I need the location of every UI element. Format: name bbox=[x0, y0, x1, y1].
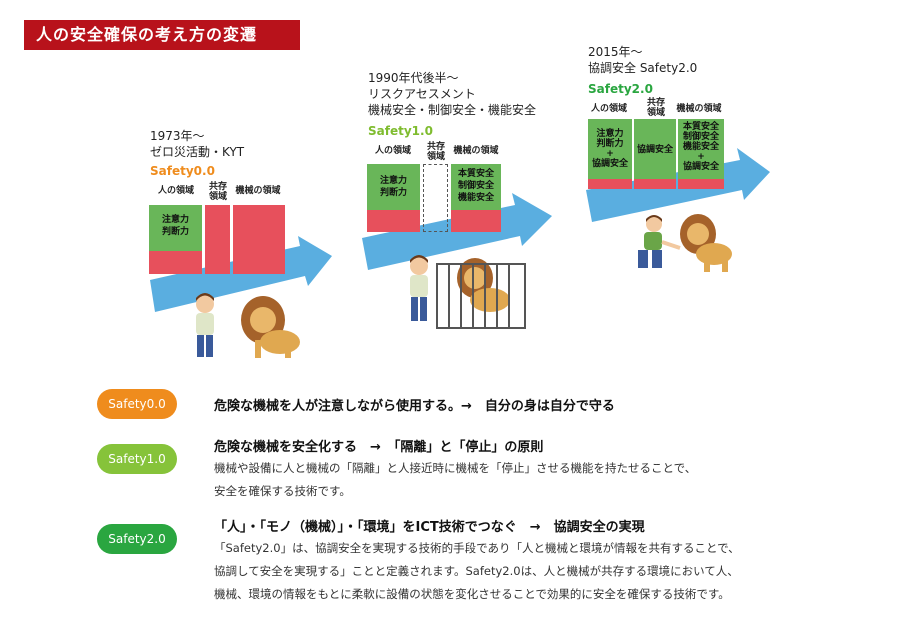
human-area-label: 人の領域 bbox=[157, 186, 194, 196]
arrow-stage-0 bbox=[150, 236, 332, 312]
era-1-line-3: 機械安全・制御安全・機能安全 bbox=[368, 103, 537, 117]
machine-block-0 bbox=[233, 205, 285, 274]
human-block-1: 注意力 判断力 bbox=[367, 164, 420, 210]
boy-and-lion-illustration-0 bbox=[196, 293, 300, 358]
human-block-0: 注意力 判断力 bbox=[149, 205, 202, 251]
human-risk-block-1 bbox=[367, 210, 420, 232]
safety-2-body-line-1: 「Safety2.0」は、協調安全を実現する技術的手段であり「人と機械と環境が情… bbox=[214, 541, 740, 555]
era-2-line-1: 2015年～ bbox=[588, 45, 643, 59]
machine-area-label: 機械の領域 bbox=[235, 186, 281, 196]
version-label-1: Safety1.0 bbox=[368, 124, 433, 138]
human-risk-block-2 bbox=[588, 179, 632, 189]
safety-2-body-line-2: 協調して安全を実現する」ことと定義されます。Safety2.0は、人と機械が共存… bbox=[214, 564, 739, 578]
machine-risk-block-1 bbox=[451, 210, 501, 232]
machine-block-2: 本質安全 制御安全 機能安全 + 協調安全 bbox=[678, 119, 724, 179]
safety-2-body-line-3: 機械、環境の情報をもとに柔軟に設備の状態を変化させることで効果的に安全を確保する… bbox=[214, 587, 730, 601]
machine-area-label: 機械の領域 bbox=[453, 146, 499, 156]
era-1-line-1: 1990年代後半～ bbox=[368, 71, 459, 85]
version-label-2: Safety2.0 bbox=[588, 82, 653, 96]
safety-2-title: 「人」・「モノ（機械）」・「環境」をICT技術でつなぐ → 協調安全の実現 bbox=[214, 520, 645, 535]
version-label-0: Safety0.0 bbox=[150, 164, 215, 178]
machine-block-1: 本質安全 制御安全 機能安全 bbox=[451, 164, 501, 210]
human-risk-block-0 bbox=[149, 251, 202, 274]
safety-1-title: 危険な機械を安全化する → 「隔離」と「停止」の原則 bbox=[214, 440, 544, 455]
era-0-line-2: ゼロ災活動・KYT bbox=[150, 145, 245, 159]
safety-1-pill: Safety1.0 bbox=[97, 444, 177, 474]
page-title: 人の安全確保の考え方の変遷 bbox=[24, 20, 300, 50]
safety-1-body-line-1: 機械や設備に人と機械の「隔離」と人接近時に機械を「停止」させる機能を持たせること… bbox=[214, 461, 697, 475]
human-area-label: 人の領域 bbox=[590, 104, 627, 114]
shared-block-2: 協調安全 bbox=[634, 119, 676, 179]
shared-empty-block-1 bbox=[423, 164, 448, 232]
safety-0-pill: Safety0.0 bbox=[97, 389, 177, 419]
shared-area-label: 共存領域 bbox=[208, 182, 227, 202]
boy-and-caged-lion-illustration-1 bbox=[410, 255, 526, 329]
machine-area-label: 機械の領域 bbox=[676, 104, 722, 114]
human-block-2: 注意力 判断力 + 協調安全 bbox=[588, 119, 632, 179]
safety-0-title: 危険な機械を人が注意しながら使用する。→ 自分の身は自分で守る bbox=[214, 399, 615, 414]
shared-block-0 bbox=[205, 205, 230, 274]
machine-risk-block-2 bbox=[678, 179, 724, 189]
safety-1-body-line-2: 安全を確保する技術です。 bbox=[214, 484, 351, 498]
human-area-label: 人の領域 bbox=[374, 146, 411, 156]
era-0-line-1: 1973年～ bbox=[150, 129, 205, 143]
era-1-line-2: リスクアセスメント bbox=[368, 87, 476, 101]
safety-2-pill: Safety2.0 bbox=[97, 524, 177, 554]
era-2-line-2: 協調安全 Safety2.0 bbox=[588, 61, 698, 75]
boy-and-lion-handshake-illustration-2 bbox=[638, 214, 732, 272]
shared-area-label: 共存領域 bbox=[646, 98, 665, 118]
shared-area-label: 共存領域 bbox=[426, 142, 445, 162]
shared-risk-block-2 bbox=[634, 179, 676, 189]
